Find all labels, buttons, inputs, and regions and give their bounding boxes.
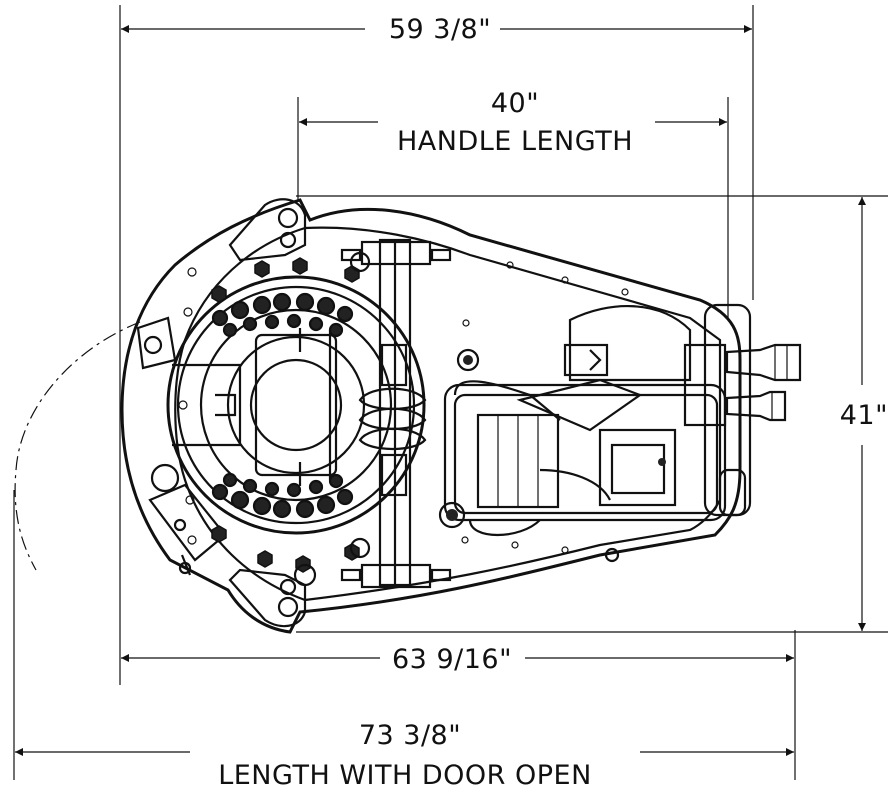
dimension-lines	[15, 25, 866, 756]
handle-length-value: 40"	[491, 88, 539, 119]
body-length-value: 63 9/16"	[392, 644, 512, 675]
overall-width-value: 59 3/8"	[389, 14, 491, 45]
extension-lines	[13, 5, 888, 780]
door-open-value: 73 3/8"	[359, 720, 461, 751]
handle-length-label: HANDLE LENGTH	[397, 126, 633, 157]
door-open-label: LENGTH WITH DOOR OPEN	[218, 760, 592, 791]
height-value: 41"	[840, 400, 888, 431]
machine-body	[120, 198, 802, 634]
door-swing-arc	[14, 321, 141, 571]
